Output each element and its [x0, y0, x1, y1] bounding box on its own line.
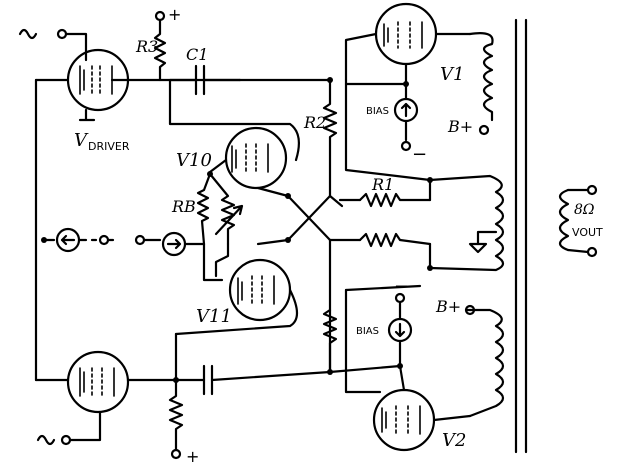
driver-tube-bottom [66, 350, 178, 442]
vout-label: VOUT [572, 226, 603, 239]
bias-top-source [344, 81, 419, 152]
output-transformer-lower [344, 284, 505, 418]
r2-label: R2 [303, 113, 326, 132]
secondary-winding [558, 184, 598, 258]
v10-tube [168, 78, 301, 198]
center-tap-ground [468, 230, 498, 254]
r3-resistor [153, 10, 167, 82]
v2-tube [372, 364, 472, 452]
left-bus-taps [34, 78, 70, 382]
vdriver-sub-label: DRIVER [88, 140, 130, 153]
v2-label: V2 [442, 430, 466, 451]
r3-plus-label: + [168, 5, 181, 24]
r3-label: R3 [135, 37, 158, 56]
bias-top-minus: − [412, 144, 427, 165]
bplus-mid-label: B+ [435, 297, 461, 316]
v11-label: V11 [196, 306, 232, 327]
bottom-plus-label: + [186, 447, 199, 466]
meter-chain [41, 227, 206, 257]
v10-label: V10 [176, 150, 212, 171]
r1-label: R1 [371, 175, 394, 194]
bias-bottom-source [387, 292, 413, 369]
bias-bottom-wire [328, 364, 402, 374]
r2-resistor [238, 77, 338, 198]
r1-resistor [358, 192, 432, 248]
v11-tube [174, 258, 299, 336]
input-source-bottom [36, 434, 72, 446]
bplus-mid-terminal [464, 304, 476, 316]
lower-resistor [322, 308, 338, 374]
rb-resistor [196, 171, 244, 282]
ohms-label: 8Ω [574, 202, 595, 218]
bplus-top-terminal [478, 124, 490, 136]
bias-bottom-label: BIAS [356, 326, 379, 337]
bplus-top-label: B+ [447, 117, 473, 136]
output-transformer-upper [344, 32, 505, 272]
v1-tube [344, 2, 472, 86]
v1-label: V1 [440, 64, 464, 85]
rb-label: RB [171, 197, 196, 216]
c1-label: C1 [186, 45, 208, 64]
input-source-top [18, 28, 88, 62]
driver-tube-top [66, 48, 130, 122]
vdriver-label: V [74, 130, 89, 151]
bottom-coupling [168, 332, 332, 460]
bias-bottom-minus: − [394, 276, 409, 297]
bias-top-label: BIAS [366, 106, 389, 117]
